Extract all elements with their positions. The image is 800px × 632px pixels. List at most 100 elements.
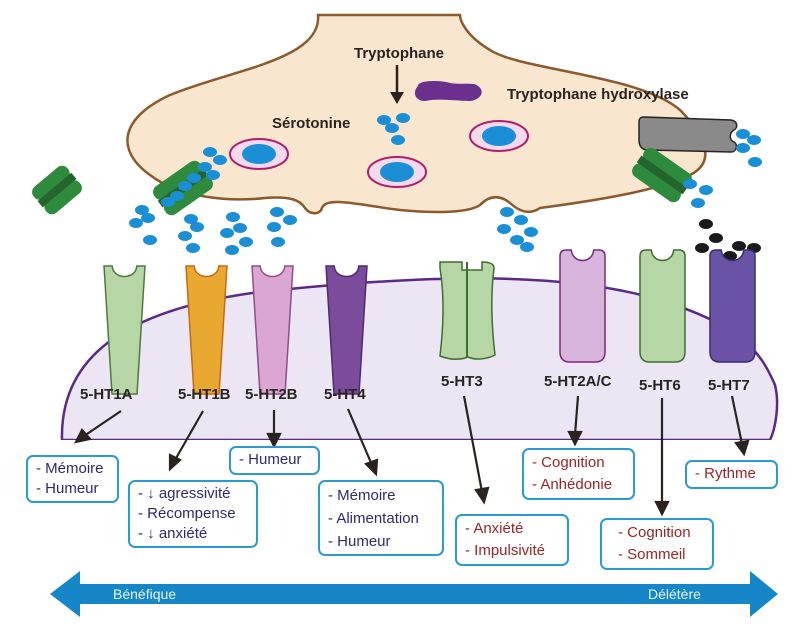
serotonin-molecule — [190, 222, 204, 232]
receptor-label-5ht1a: 5-HT1A — [80, 386, 133, 403]
receptor-5ht7 — [709, 249, 756, 363]
effect-item: - Humeur — [36, 480, 99, 497]
effect-item: - Humeur — [328, 533, 391, 550]
antagonist-molecule — [699, 219, 713, 229]
antagonist-molecules — [695, 219, 761, 261]
effect-item: - Impulsivité — [465, 542, 546, 559]
effect-arrow-5ht2b — [266, 410, 282, 449]
serotonin-molecule — [283, 215, 297, 225]
serotonin-molecule — [203, 147, 217, 157]
serotonin-molecule — [391, 135, 405, 145]
serotonin-molecule — [377, 115, 391, 125]
serotonin-molecule — [178, 181, 192, 191]
serotonin-molecule — [699, 185, 713, 195]
axis-arrow-shape — [50, 571, 778, 617]
effect-box-5ht6: - Cognition - Sommeil — [600, 518, 714, 570]
serotonin-molecule — [736, 143, 750, 153]
effect-item: - Récompense — [138, 505, 236, 522]
receptor-label-5ht2b: 5-HT2B — [245, 386, 298, 403]
receptor-5ht1a — [103, 265, 146, 395]
axis-label-deleterious: Délétère — [648, 586, 701, 602]
serotonin-molecule — [514, 215, 528, 225]
effect-box-5ht7: - Rythme — [685, 460, 778, 489]
antagonist-molecule — [732, 241, 746, 251]
vesicle — [469, 120, 529, 152]
effect-arrow-5ht2ac — [567, 395, 583, 447]
serotonin-molecule — [396, 113, 410, 123]
serotonin-transporter — [32, 165, 82, 215]
serotonin-molecule — [186, 243, 200, 253]
vesicle — [229, 138, 289, 170]
serotonin-molecule — [187, 173, 201, 183]
serotonin-molecule — [497, 224, 511, 234]
effect-box-5ht1b: - ↓ agressivité - Récompense - ↓ anxiété — [128, 480, 258, 548]
serotonin-molecule — [691, 198, 705, 208]
serotonin-molecule — [213, 155, 227, 165]
serotonin-molecule — [161, 197, 175, 207]
effect-item: - Cognition — [618, 524, 691, 541]
serotonin-molecule — [271, 237, 285, 247]
effect-box-5ht4: - Mémoire - Alimentation - Humeur — [318, 480, 444, 556]
serotonin-molecule — [220, 228, 234, 238]
serotonin-molecule — [736, 129, 750, 139]
effect-arrow-5ht3 — [462, 395, 490, 505]
serotonin-molecule — [233, 223, 247, 233]
serotonin-molecule — [170, 191, 184, 201]
serotonin-molecule — [129, 218, 143, 228]
effect-item: - Mémoire — [36, 460, 104, 477]
serotonin-molecule — [385, 123, 399, 133]
serotonin-molecule — [143, 235, 157, 245]
autoreceptor — [638, 116, 738, 153]
effect-box-5ht2b: - Humeur — [229, 446, 320, 475]
effect-item: - Rythme — [695, 465, 756, 482]
receptor-5ht2ac — [559, 249, 606, 363]
antagonist-molecule — [695, 243, 709, 253]
receptor-label-5ht1b: 5-HT1B — [178, 386, 231, 403]
effect-item: - Humeur — [239, 451, 302, 468]
serotonin-molecule — [748, 157, 762, 167]
receptor-label-5ht3: 5-HT3 — [441, 373, 483, 390]
serotonin-molecule — [520, 242, 534, 252]
serotonin-molecule — [184, 214, 198, 224]
receptor-5ht4 — [325, 265, 368, 395]
effect-item: - Alimentation — [328, 510, 419, 527]
axis-label-beneficial: Bénéfique — [113, 586, 176, 602]
tryptophane-arrow-head — [390, 92, 404, 104]
effect-arrow-5ht1b — [168, 410, 204, 472]
effect-item: - Anxiété — [465, 520, 524, 537]
receptor-label-5ht2ac: 5-HT2A/C — [544, 373, 612, 390]
serotonine-label: Sérotonine — [272, 115, 350, 132]
serotonin-molecule — [683, 179, 697, 189]
tryptophane-hydroxylase-enzyme — [414, 81, 482, 101]
effect-arrow-5ht6 — [654, 398, 670, 517]
receptor-5ht2b — [251, 265, 294, 395]
tryptophane-hydroxylase-label: Tryptophane hydroxylase — [507, 86, 689, 103]
antagonist-molecule — [709, 233, 723, 243]
serotonin-molecules — [129, 113, 762, 255]
tryptophane-label: Tryptophane — [354, 45, 444, 62]
receptor-5ht1b — [185, 265, 228, 395]
vesicle — [367, 156, 427, 188]
effect-item: - ↓ anxiété — [138, 525, 208, 542]
serotonin-molecule — [270, 207, 284, 217]
serotonin-transporter — [632, 147, 692, 203]
effect-arrow-5ht1a — [73, 410, 122, 444]
effect-item: - Mémoire — [328, 487, 396, 504]
receptor-label-5ht6: 5-HT6 — [639, 377, 681, 394]
serotonin-molecule — [524, 227, 538, 237]
serotonin-molecule — [135, 205, 149, 215]
effect-item: - ↓ agressivité — [138, 485, 231, 502]
serotonin-molecule — [747, 135, 761, 145]
serotonin-molecule — [141, 213, 155, 223]
serotonin-molecule — [198, 162, 212, 172]
serotonin-molecule — [226, 212, 240, 222]
effect-box-5ht2ac: - Cognition - Anhédonie — [522, 448, 635, 500]
serotonin-molecule — [206, 170, 220, 180]
effect-box-5ht1a: - Mémoire - Humeur — [26, 455, 119, 503]
serotonin-molecule — [510, 235, 524, 245]
receptor-5ht6 — [639, 249, 686, 363]
serotonin-molecule — [267, 222, 281, 232]
benefit-harm-axis: Bénéfique Délétère — [50, 571, 778, 617]
effect-arrow-5ht7 — [730, 395, 750, 457]
receptor-label-5ht4: 5-HT4 — [324, 386, 366, 403]
